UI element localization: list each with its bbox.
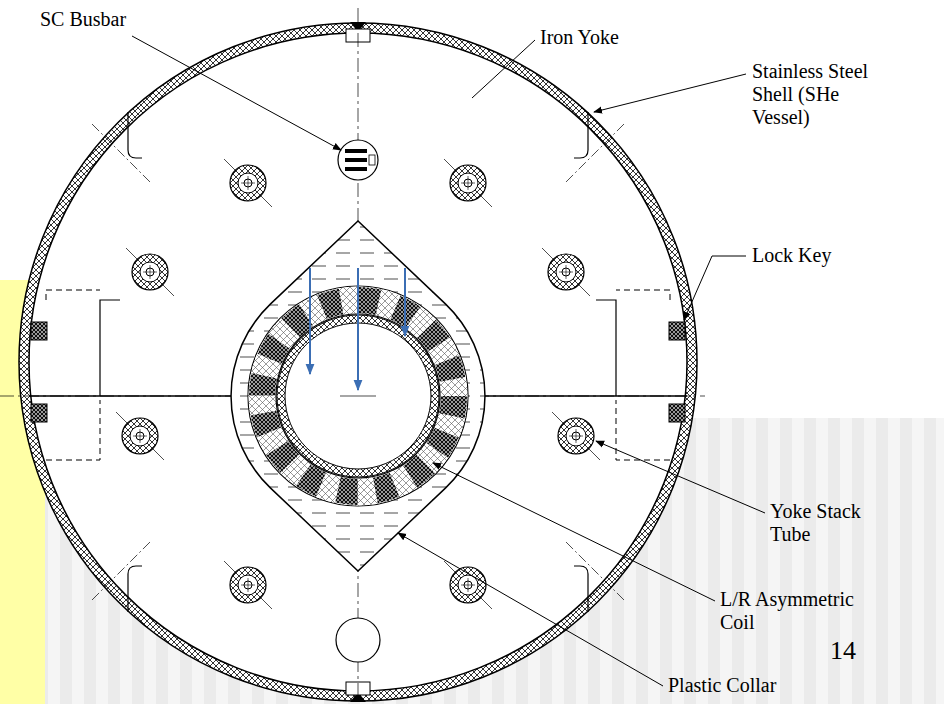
horizontal-center-line — [0, 396, 705, 397]
leader-line — [398, 533, 663, 686]
leader-line — [433, 463, 715, 601]
yoke-stack-tube — [126, 248, 174, 296]
field-arrow — [309, 268, 311, 374]
yoke-stack-tube — [552, 412, 600, 460]
yoke-stack-tube — [224, 561, 272, 609]
lock-key — [669, 404, 685, 422]
part-label: SC Busbar — [40, 8, 126, 31]
leader-lines — [132, 36, 765, 686]
part-label: Lock Key — [752, 244, 831, 267]
yoke-face — [19, 23, 697, 701]
leader-line — [472, 40, 535, 98]
part-label: L/R Asymmetric Coil — [720, 588, 870, 634]
part-label: Stainless Steel Shell (SHe Vessel) — [752, 60, 870, 129]
part-label: Yoke Stack Tube — [770, 500, 880, 546]
vertical-center-line — [358, 8, 359, 700]
sc-busbar — [345, 149, 367, 153]
lock-key — [31, 322, 47, 340]
leader-line — [596, 441, 765, 513]
part-label: Iron Yoke — [540, 26, 619, 49]
cooling-hole — [336, 618, 380, 662]
part-label: Plastic Collar — [668, 674, 776, 697]
sc-busbar — [338, 140, 378, 180]
lock-key — [669, 322, 685, 340]
plastic-collar — [231, 221, 485, 571]
leader-line — [594, 74, 746, 112]
sc-busbar — [369, 155, 375, 165]
leader-line — [684, 256, 746, 320]
sc-busbar — [338, 140, 378, 180]
field-arrow — [404, 268, 406, 336]
lock-key — [31, 404, 47, 422]
page-number: 14 — [830, 636, 856, 666]
yoke-stack-tube — [224, 159, 272, 207]
bore-crosshair — [340, 396, 376, 397]
yoke-stack-tube — [542, 248, 590, 296]
sc-busbar — [345, 158, 367, 162]
stainless-steel-shell — [19, 23, 697, 701]
field-arrow — [357, 268, 359, 390]
sc-busbar — [345, 167, 367, 171]
yoke-stack-tube — [444, 159, 492, 207]
leader-line — [132, 36, 341, 150]
yoke-stack-tube — [444, 561, 492, 609]
yoke-stack-tube — [116, 412, 164, 460]
